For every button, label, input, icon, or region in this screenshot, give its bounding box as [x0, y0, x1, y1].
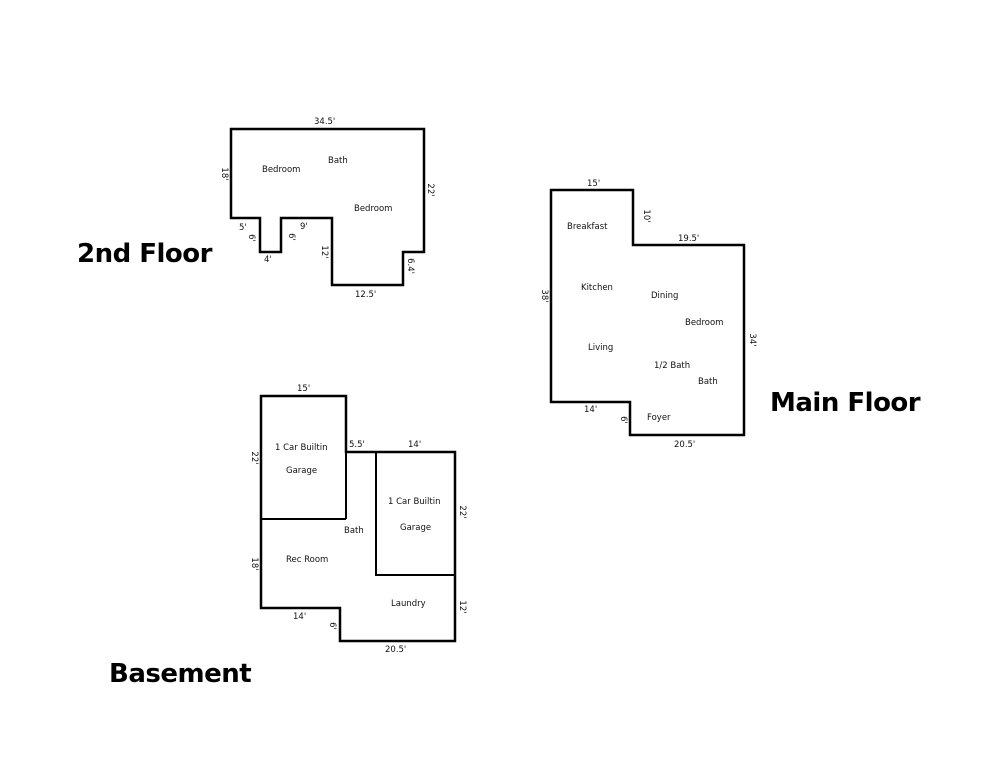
second-floor-dim-top: 34.5' — [314, 117, 335, 127]
basement-garage-a-line1: 1 Car Builtin — [275, 443, 327, 453]
main-floor-title: Main Floor — [770, 388, 921, 418]
main-floor-dim-step: 6' — [618, 416, 628, 424]
basement-dim-gap: 5.5' — [349, 440, 365, 450]
basement-dim-right: 12' — [457, 600, 467, 613]
main-floor-dim-bottom: 20.5' — [674, 440, 695, 450]
second-floor-dim-notch-bottom: 4' — [264, 255, 272, 265]
second-floor-outline — [229, 127, 426, 287]
main-floor-dim-inner-drop: 10' — [641, 209, 651, 222]
basement-dim-bottom: 20.5' — [385, 645, 406, 655]
basement-dim-garage-b-right: 22' — [457, 505, 467, 518]
basement-title: Basement — [109, 659, 251, 689]
basement-garage-a-line2: Garage — [286, 466, 317, 476]
second-floor-dim-right-step: 6.4' — [405, 258, 415, 274]
main-floor-plan: Breakfast Kitchen Dining Bedroom Living … — [539, 179, 921, 450]
second-floor-dim-left: 18' — [219, 167, 229, 180]
second-floor-dim-bottom: 12.5' — [355, 290, 376, 300]
basement-garage-b-wall — [375, 452, 455, 576]
basement-garage-b-line1: 1 Car Builtin — [388, 497, 440, 507]
second-floor-bedroom-b: Bedroom — [354, 204, 392, 214]
basement-dim-garage-a-left: 22' — [249, 451, 259, 464]
main-floor-dining: Dining — [651, 291, 678, 301]
second-floor-bath: Bath — [328, 156, 348, 166]
second-floor-bedroom-a: Bedroom — [262, 165, 300, 175]
basement-rec-room: Rec Room — [286, 555, 328, 565]
main-floor-bedroom: Bedroom — [685, 318, 723, 328]
basement-plan: 1 Car Builtin Garage 1 Car Builtin Garag… — [109, 384, 467, 689]
main-floor-half-bath: 1/2 Bath — [654, 361, 690, 371]
main-floor-foyer: Foyer — [647, 413, 671, 423]
basement-garage-b-line2: Garage — [400, 523, 431, 533]
main-floor-dim-upper-right: 19.5' — [678, 234, 699, 244]
basement-laundry: Laundry — [391, 599, 426, 609]
second-floor-dim-inner-drop: 12' — [319, 245, 329, 258]
main-floor-dim-left: 38' — [539, 289, 549, 302]
second-floor-dim-notch-inner: 6' — [286, 233, 296, 241]
main-floor-breakfast: Breakfast — [567, 222, 608, 232]
second-floor-dim-notch-left: 5' — [239, 223, 247, 233]
main-floor-dim-top: 15' — [587, 179, 600, 189]
basement-outline — [259, 394, 457, 643]
basement-dim-garage-a-top: 15' — [297, 384, 310, 394]
second-floor-dim-right: 22' — [425, 183, 435, 196]
basement-dim-garage-b-top: 14' — [408, 440, 421, 450]
second-floor-plan: Bedroom Bath Bedroom 34.5' 18' 22' 5' 6'… — [77, 117, 435, 300]
main-floor-dim-right: 34' — [747, 333, 757, 346]
basement-dim-left: 18' — [249, 557, 259, 570]
second-floor-dim-step: 9' — [300, 222, 308, 232]
second-floor-title: 2nd Floor — [77, 239, 213, 269]
main-floor-outline — [549, 188, 746, 437]
main-floor-bath: Bath — [698, 377, 718, 387]
main-floor-living: Living — [588, 343, 613, 353]
main-floor-kitchen: Kitchen — [581, 283, 613, 293]
main-floor-dim-bottom-left: 14' — [584, 405, 597, 415]
second-floor-dim-notch-left-v: 6' — [246, 234, 256, 242]
basement-dim-bottom-left: 14' — [293, 612, 306, 622]
basement-dim-step: 6' — [327, 622, 337, 630]
basement-bath: Bath — [344, 526, 364, 536]
